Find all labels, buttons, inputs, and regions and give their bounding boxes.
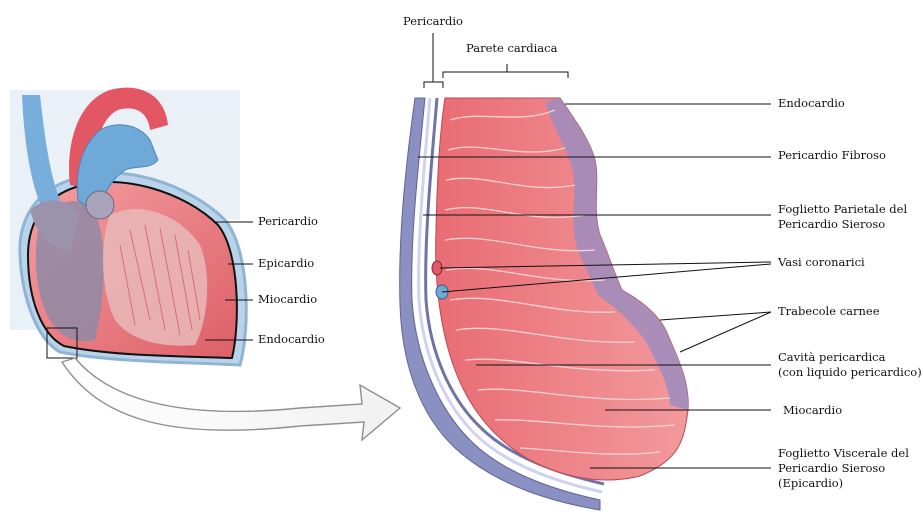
- foglietto-parietale-line-2: Pericardio Sieroso: [778, 217, 907, 232]
- foglietto-viscerale-line-3: (Epicardio): [778, 476, 909, 491]
- label-left-endocardio: Endocardio: [258, 332, 325, 347]
- label-right-miocardio: Miocardio: [783, 403, 842, 418]
- label-left-miocardio: Miocardio: [258, 292, 317, 307]
- foglietto-viscerale-line-1: Foglietto Viscerale del: [778, 446, 909, 461]
- cavita-pericardica-line-1: Cavità pericardica: [778, 350, 922, 365]
- label-top-pericardio: Pericardio: [403, 14, 463, 29]
- zoom-arrow: [62, 358, 400, 440]
- label-right-endocardio: Endocardio: [778, 96, 845, 111]
- label-right-foglietto-parietale: Foglietto Parietale del Pericardio Siero…: [778, 202, 907, 232]
- label-right-foglietto-viscerale: Foglietto Viscerale del Pericardio Siero…: [778, 446, 909, 491]
- label-right-pericardio-fibroso: Pericardio Fibroso: [778, 148, 886, 163]
- label-left-epicardio: Epicardio: [258, 256, 314, 271]
- label-left-pericardio: Pericardio: [258, 214, 318, 229]
- heart-wall-detail: [400, 98, 689, 510]
- foglietto-viscerale-line-2: Pericardio Sieroso: [778, 461, 909, 476]
- label-right-vasi-coronarici: Vasi coronarici: [778, 255, 865, 270]
- label-top-parete-cardiaca: Parete cardiaca: [466, 41, 557, 56]
- label-right-trabecole-carnee: Trabecole carnee: [778, 304, 880, 319]
- cavita-pericardica-line-2: (con liquido pericardico): [778, 365, 922, 380]
- label-right-cavita-pericardica: Cavità pericardica (con liquido pericard…: [778, 350, 922, 380]
- heart-illustration: [10, 88, 246, 365]
- foglietto-parietale-line-1: Foglietto Parietale del: [778, 202, 907, 217]
- heart-valve: [86, 191, 114, 219]
